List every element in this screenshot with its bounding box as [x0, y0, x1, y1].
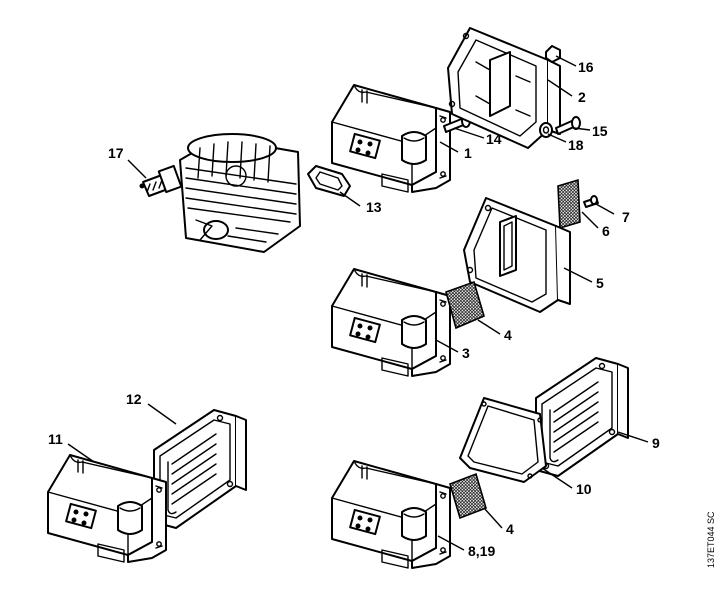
nut-16 [545, 45, 561, 63]
screen-4-lower [449, 472, 487, 520]
callout-15: 15 [592, 123, 608, 139]
callout-10: 10 [576, 481, 592, 497]
cover-5 [463, 197, 571, 313]
callout-4-lower: 4 [506, 521, 514, 537]
callout-8-19: 8,19 [468, 543, 495, 559]
cylinder [179, 133, 301, 253]
callout-7: 7 [622, 209, 630, 225]
cover-9 [535, 357, 629, 477]
callout-11: 11 [48, 431, 63, 447]
muffler-1 [331, 84, 451, 193]
callout-12: 12 [126, 391, 142, 407]
cover-2 [447, 27, 561, 149]
muffler-11 [47, 454, 167, 563]
callout-1: 1 [464, 145, 472, 161]
leader-lines [67, 55, 649, 551]
spark-plug [139, 164, 183, 197]
muffler-8-19 [331, 460, 451, 569]
cover-12 [153, 409, 247, 529]
washer-18 [539, 122, 553, 138]
callout-5: 5 [596, 275, 604, 291]
screen-6 [557, 178, 581, 230]
screw-7 [583, 195, 599, 208]
callout-14: 14 [486, 131, 502, 147]
callout-9: 9 [652, 435, 660, 451]
callout-2: 2 [578, 89, 586, 105]
screw-15 [555, 116, 581, 135]
callout-3: 3 [462, 345, 470, 361]
drawing-reference: 137ET044 SC [706, 511, 716, 568]
callout-4-upper: 4 [504, 327, 512, 343]
callout-6: 6 [602, 223, 610, 239]
callouts: 17 13 1 14 2 16 15 18 6 7 5 3 4 9 10 4 8… [48, 59, 660, 559]
callout-13: 13 [366, 199, 382, 215]
callout-16: 16 [578, 59, 594, 75]
screen-4-upper [445, 280, 485, 330]
callout-18: 18 [568, 137, 584, 153]
callout-17: 17 [108, 145, 124, 161]
muffler-3 [331, 268, 451, 377]
gasket-10 [459, 397, 547, 483]
gasket-13 [307, 165, 351, 197]
